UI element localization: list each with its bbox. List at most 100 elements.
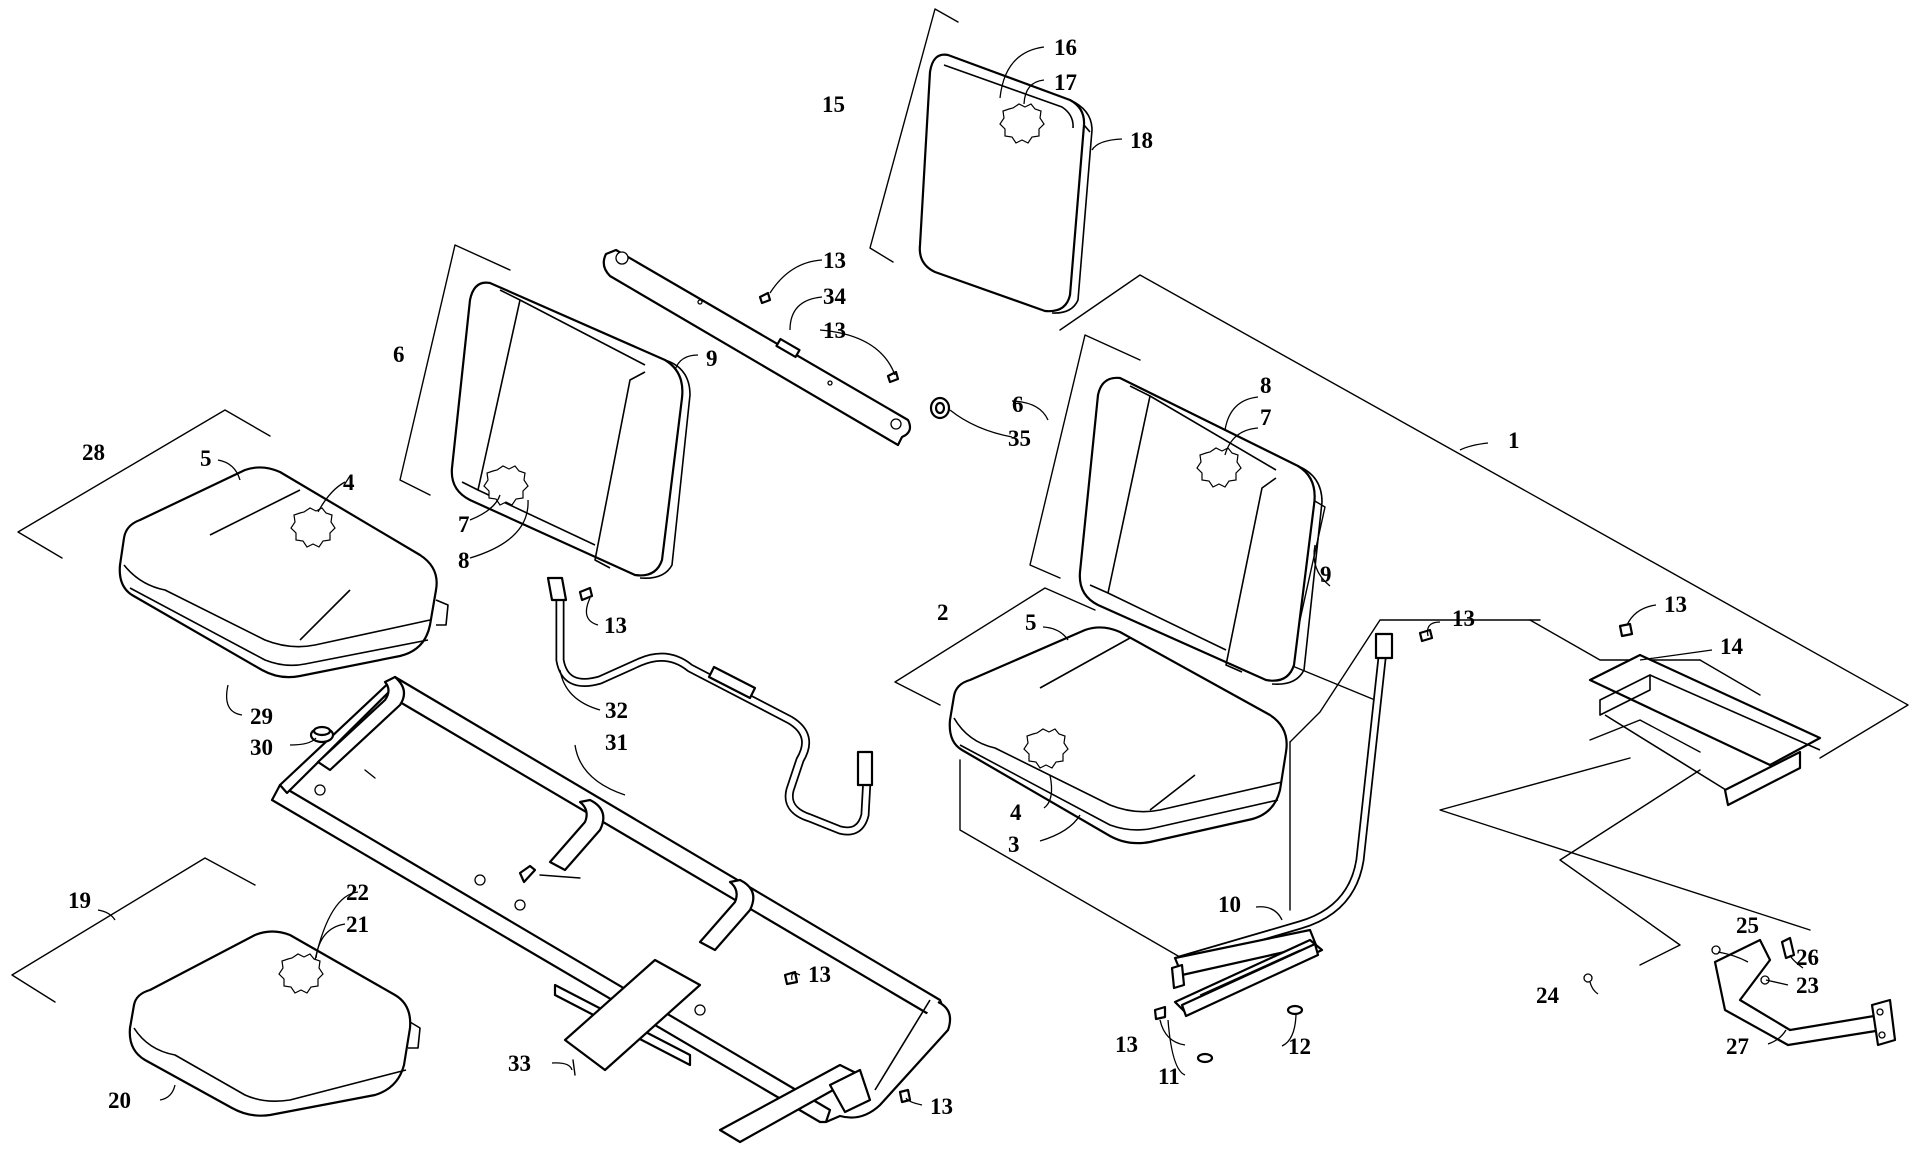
callout-2: 2 [937, 600, 949, 625]
callout-12: 12 [1288, 1034, 1311, 1059]
callout-28: 28 [82, 440, 105, 465]
part-13-bolt-f [1153, 1005, 1167, 1021]
bracket-6-right [1029, 334, 1141, 579]
callout-27: 27 [1726, 1034, 1749, 1059]
part-13-bolt-c [578, 586, 594, 602]
bracket-9-right [1289, 496, 1376, 701]
part-11-base-plate [1173, 938, 1324, 1018]
part-23-bolt [1760, 975, 1770, 985]
part-35-grommet [929, 396, 951, 420]
bracket-2 [894, 587, 1096, 706]
callout-13-a: 13 [823, 248, 846, 273]
callout-26: 26 [1796, 945, 1819, 970]
part-26-spring [1780, 936, 1796, 960]
callout-10: 10 [1218, 892, 1241, 917]
callout-4-right: 4 [1010, 800, 1022, 825]
callout-4-left: 4 [343, 470, 355, 495]
callout-14: 14 [1720, 634, 1744, 659]
callout-23: 23 [1796, 973, 1819, 998]
callout-35: 35 [1008, 426, 1031, 451]
callout-34: 34 [823, 284, 847, 309]
badge-4-right [1023, 728, 1069, 769]
part-13-bolt-a [758, 291, 772, 305]
callout-9-right: 9 [1320, 562, 1332, 587]
part-29-left-seat-cushion [118, 466, 449, 679]
badge-4-left [290, 507, 336, 548]
part-13-bolt-g [783, 970, 799, 986]
callout-18: 18 [1130, 128, 1153, 153]
bracket-lower-right [1289, 619, 1541, 743]
callout-9-left: 9 [706, 346, 718, 371]
callout-11: 11 [1158, 1064, 1180, 1089]
part-18-seat-back-cushion [918, 53, 1093, 314]
part-32-tube-rail [546, 576, 874, 836]
part-34-support-bar [602, 248, 912, 447]
bracket-14 [1529, 619, 1701, 661]
callout-1: 1 [1508, 428, 1520, 453]
bracket-1 [1059, 274, 1909, 759]
callout-20: 20 [108, 1088, 131, 1113]
part-13-bolt-b [886, 370, 900, 384]
leader-lines [97, 46, 1804, 1106]
part-24-nut [1583, 973, 1593, 983]
part-27-bracket [1713, 938, 1897, 1047]
callout-19: 19 [68, 888, 91, 913]
part-3-right-seat-cushion [948, 626, 1288, 845]
callout-25: 25 [1736, 913, 1759, 938]
callout-5-left: 5 [200, 446, 212, 471]
callout-6-left: 6 [393, 342, 405, 367]
callout-13-d: 13 [1452, 606, 1475, 631]
badge-7-right [1196, 447, 1242, 488]
bracket-19 [11, 857, 256, 1003]
callout-29: 29 [250, 704, 273, 729]
callout-13-h: 13 [930, 1094, 953, 1119]
part-12-washer-a [1196, 1052, 1214, 1064]
bracket-27-b [1439, 757, 1811, 931]
bracket-6-left [399, 244, 511, 496]
callout-6-right: 6 [1012, 392, 1024, 417]
part-6-left-seat-back [450, 281, 691, 580]
callout-33: 33 [508, 1051, 531, 1076]
bracket-27-c [1589, 719, 1701, 753]
callout-32: 32 [605, 698, 628, 723]
callout-8-left: 8 [458, 548, 470, 573]
bracket-15 [869, 8, 959, 263]
part-14-mount-bracket [1588, 653, 1822, 807]
callout-7-left: 7 [458, 512, 470, 537]
callout-30: 30 [250, 735, 273, 760]
callout-15: 15 [822, 92, 845, 117]
callout-13-g: 13 [808, 962, 831, 987]
callout-8-right: 8 [1260, 373, 1272, 398]
bracket-14b [1699, 659, 1761, 696]
part-10-stanchion [1170, 632, 1394, 990]
callout-13-b: 13 [823, 318, 846, 343]
callout-7-right: 7 [1260, 405, 1272, 430]
callout-17: 17 [1054, 70, 1077, 95]
part-31-seat-frame [270, 675, 952, 1144]
bracket-3 [959, 759, 1186, 961]
part-20-small-seat-cushion [128, 930, 421, 1117]
bracket-27-a [1559, 769, 1701, 966]
callout-22: 22 [346, 880, 369, 905]
badge-7-left [483, 465, 529, 506]
part-13-bolt-e [1618, 622, 1634, 638]
badge-17 [999, 103, 1045, 144]
callout-labels: 1 2 3 4 4 5 5 6 6 7 7 8 8 9 9 10 11 12 1… [68, 35, 1819, 1119]
callout-31: 31 [605, 730, 628, 755]
callout-13-f: 13 [1115, 1032, 1138, 1057]
callout-13-e: 13 [1664, 592, 1687, 617]
part-12-washer-b [1286, 1004, 1304, 1016]
callout-16: 16 [1054, 35, 1077, 60]
bracket-28 [17, 409, 271, 559]
assembly-brackets [11, 8, 1909, 1003]
callout-3: 3 [1008, 832, 1020, 857]
badge-21 [278, 953, 324, 994]
callout-13-c: 13 [604, 613, 627, 638]
callout-21: 21 [346, 912, 369, 937]
part-13-bolt-d [1418, 628, 1434, 643]
hardware [309, 291, 1796, 1104]
decal-badges [278, 103, 1242, 994]
part-6-right-seat-back [1078, 376, 1323, 686]
